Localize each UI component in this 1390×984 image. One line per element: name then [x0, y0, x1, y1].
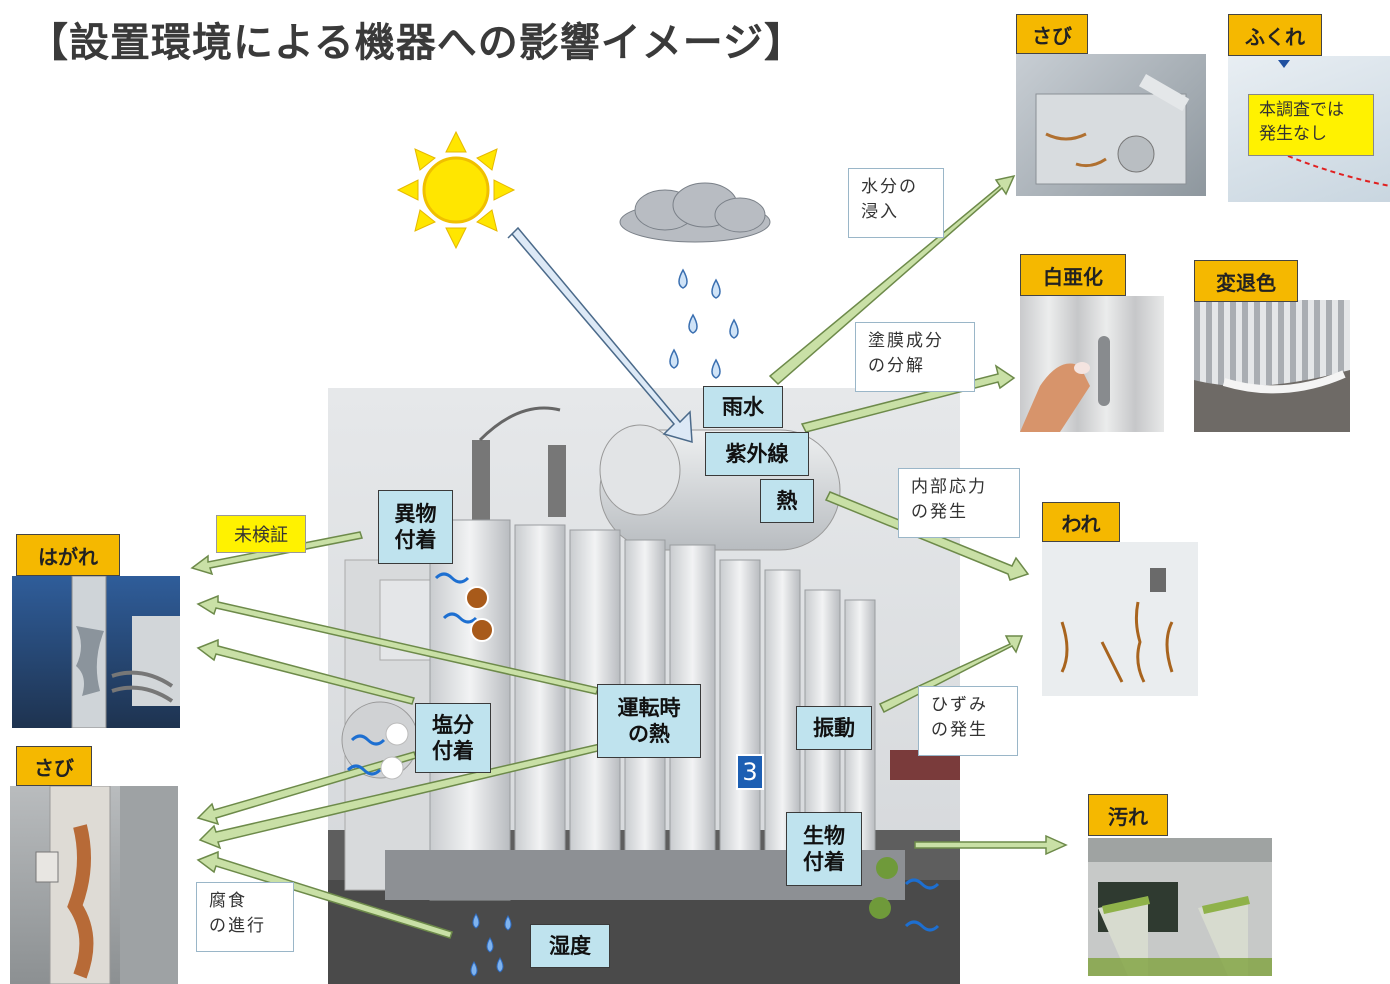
- foreign-matter-icons: [434, 572, 494, 642]
- humidity-icons: [470, 913, 512, 977]
- raindrop-icons: [669, 268, 739, 379]
- biological-icons: [869, 857, 940, 932]
- photo-crack: [1042, 542, 1198, 696]
- page-title: 【設置環境による機器への影響イメージ】: [28, 20, 805, 66]
- photo-fading: [1194, 300, 1350, 432]
- note-internal-stress: 内部応力 の発生: [898, 468, 1020, 538]
- tag-blister: ふくれ: [1228, 14, 1322, 56]
- factor-rain: 雨水: [703, 386, 783, 428]
- effect-arrows: [190, 174, 1068, 939]
- note-corrosion: 腐食 の進行: [196, 882, 294, 952]
- tag-crack: われ: [1042, 502, 1120, 542]
- tag-dirt: 汚れ: [1088, 794, 1168, 836]
- factor-vibration: 振動: [796, 706, 872, 750]
- note-coating-decomposition: 塗膜成分 の分解: [855, 322, 975, 392]
- note-blister-not-occurred: 本調査では 発生なし: [1248, 94, 1374, 156]
- factor-uv: 紫外線: [705, 432, 809, 476]
- factor-humidity: 湿度: [530, 924, 610, 968]
- factor-biological: 生物 付着: [786, 812, 862, 886]
- photo-rust-top: [1016, 54, 1206, 196]
- note-strain: ひずみ の発生: [918, 686, 1018, 756]
- photo-rust-left: [10, 786, 178, 984]
- note-unverified: 未検証: [216, 515, 306, 553]
- factor-operating-heat: 運転時 の熱: [597, 684, 701, 758]
- unit-number-plate: 3: [736, 754, 764, 790]
- photo-chalking: [1020, 296, 1164, 432]
- uv-arrow: [507, 226, 693, 444]
- sun-icon: [396, 130, 516, 250]
- note-water-ingress: 水分の 浸入: [848, 168, 944, 238]
- tag-chalking: 白亜化: [1020, 254, 1126, 296]
- factor-salt: 塩分 付着: [415, 703, 491, 773]
- photo-dirt: [1088, 838, 1272, 976]
- tag-rust-left: さび: [16, 746, 92, 786]
- factor-heat: 熱: [760, 479, 814, 523]
- factor-foreign-matter: 異物 付着: [378, 490, 453, 564]
- cloud-icon: [619, 182, 771, 243]
- photo-peeling: [12, 576, 180, 728]
- tag-fading: 変退色: [1194, 260, 1298, 302]
- unit-number: 3: [742, 758, 758, 786]
- tag-rust-top: さび: [1016, 14, 1088, 54]
- tag-peeling: はがれ: [16, 534, 120, 576]
- salt-icons: [346, 722, 409, 780]
